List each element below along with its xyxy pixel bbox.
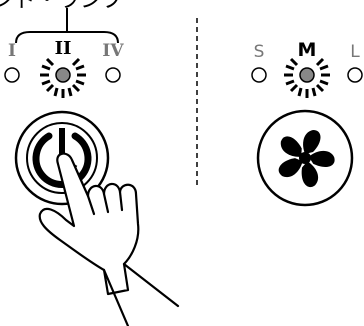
fan-lamp-s [252,68,266,82]
timer-lamp-4 [106,68,120,82]
fan-level-label-s: S [254,42,265,62]
timer-lamp-1 [5,68,19,82]
timer-level-labels: I II IV [8,38,124,61]
header-caption: ンド・ランプ [0,0,123,13]
timer-lamp-2 [56,68,70,82]
fan-level-label-l: L [350,42,360,62]
fan-level-label-m: M [298,39,317,61]
fan-lamp-m [300,68,314,82]
fan-indicator-lamps [252,68,362,82]
fan-lamp-l [348,68,362,82]
timer-level-label-2: II [55,38,72,59]
timer-level-label-4: IV [102,41,124,61]
fan-speed-button[interactable] [258,111,352,205]
fan-level-labels: S M L [254,39,361,62]
timer-indicator-lamps [5,68,120,82]
timer-level-label-1: I [8,41,16,61]
